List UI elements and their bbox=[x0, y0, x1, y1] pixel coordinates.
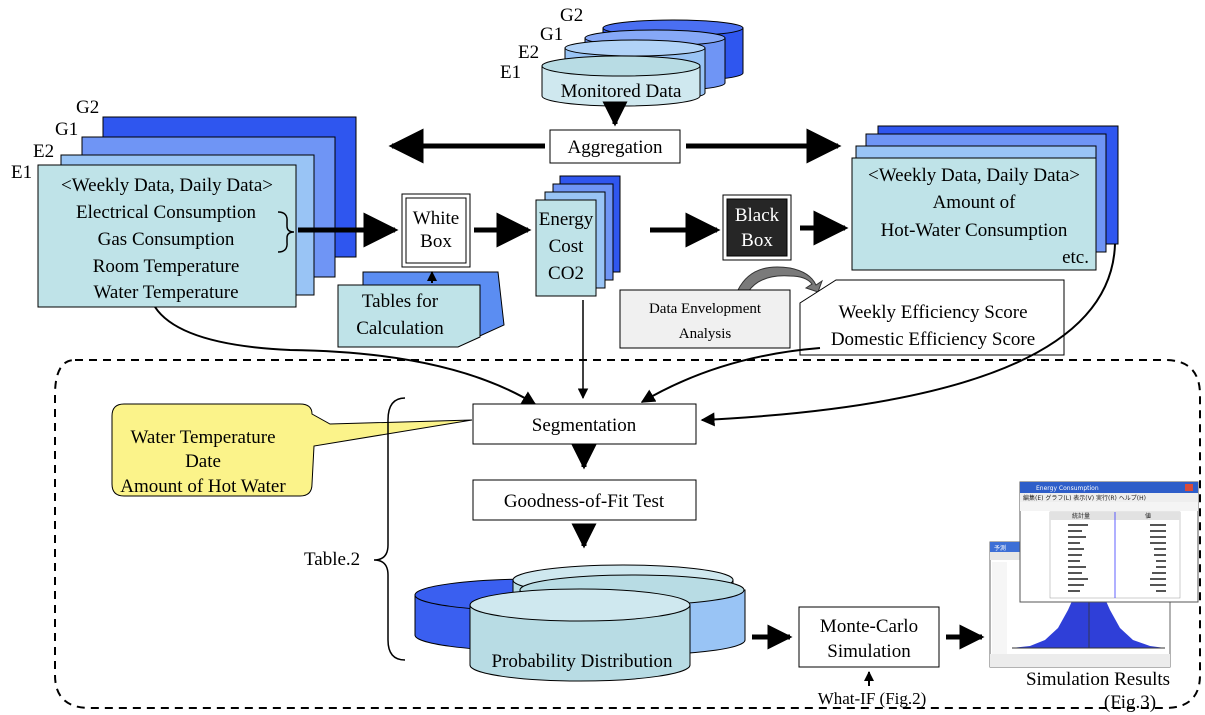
left-panel-item-electrical: Electrical Consumption bbox=[76, 202, 256, 223]
monte-carlo-label-line2: Simulation bbox=[827, 641, 911, 662]
monte-carlo-label-line1: Monte-Carlo bbox=[820, 616, 918, 637]
front-window-title: Energy Consumption bbox=[1036, 485, 1099, 492]
domestic-efficiency-score: Domestic Efficiency Score bbox=[831, 329, 1035, 350]
left-data-stack: G2 G1 E2 E1 <Weekly Data, Daily Data> El… bbox=[11, 97, 357, 308]
weekly-efficiency-score: Weekly Efficiency Score bbox=[838, 302, 1027, 323]
black-box: Black Box bbox=[722, 194, 792, 261]
front-window-table-rows bbox=[1068, 524, 1166, 592]
tables-sheet-front bbox=[337, 284, 481, 348]
right-panel-line-hot-water: Hot-Water Consumption bbox=[881, 220, 1068, 241]
aggregation-label: Aggregation bbox=[568, 137, 663, 158]
energy-panel bbox=[535, 199, 597, 297]
left-layer-label-g2: G2 bbox=[76, 97, 99, 118]
cylinder-e1 bbox=[541, 55, 701, 107]
arrow-efficiency-to-segmentation bbox=[640, 347, 821, 403]
monitored-layer-label-g1: G1 bbox=[540, 24, 563, 45]
goodness-of-fit-box: Goodness-of-Fit Test bbox=[472, 479, 697, 521]
energy-label-co2: CO2 bbox=[548, 263, 584, 284]
dea-label-line1: Data Envelopment bbox=[649, 301, 762, 317]
what-if-label: What-IF (Fig.2) bbox=[818, 689, 927, 708]
arrow-right-to-segmentation bbox=[700, 243, 1116, 427]
left-panel-item-gas: Gas Consumption bbox=[98, 229, 235, 250]
table-ref-brace bbox=[373, 397, 406, 661]
left-layer-label-e2: E2 bbox=[33, 141, 54, 162]
dea-box: Data Envelopment Analysis bbox=[619, 289, 791, 349]
callout-date: Date bbox=[185, 451, 221, 472]
right-panel bbox=[851, 157, 1097, 271]
monitored-data-stack: G2 G1 E2 E1 Monitored Data bbox=[500, 5, 744, 107]
front-window-header-left: 統計量 bbox=[1072, 512, 1090, 520]
table-ref-label: Table.2 bbox=[304, 549, 360, 570]
arrow-left-to-segmentation bbox=[154, 306, 537, 405]
left-layer-label-g1: G1 bbox=[55, 119, 78, 140]
goodness-of-fit-label: Goodness-of-Fit Test bbox=[504, 491, 665, 512]
dea-label-line2: Analysis bbox=[679, 326, 732, 342]
tables-label-line1: Tables for bbox=[362, 291, 439, 312]
segmentation-callout: Water Temperature Date Amount of Hot Wat… bbox=[111, 403, 473, 497]
simulation-results-label-line2: (Fig.3) bbox=[1104, 692, 1156, 713]
distribution-cylinder-front bbox=[469, 588, 691, 682]
white-box-label-line1: White bbox=[413, 208, 459, 229]
left-panel-brace bbox=[277, 211, 295, 253]
monitored-layer-label-e2: E2 bbox=[518, 42, 539, 63]
analysis-boundary bbox=[54, 359, 1201, 709]
left-panel-item-room-temp: Room Temperature bbox=[93, 256, 240, 277]
energy-stack: Energy Cost CO2 bbox=[535, 175, 621, 297]
front-window-menu: 編集(E) グラフ(L) 表示(V) 実行(R) ヘルプ(H) bbox=[1023, 494, 1146, 502]
white-box: White Box bbox=[401, 193, 471, 268]
monitored-layer-label-g2: G2 bbox=[560, 5, 583, 26]
left-panel-header: <Weekly Data, Daily Data> bbox=[61, 175, 273, 196]
right-data-stack: <Weekly Data, Daily Data> Amount of Hot-… bbox=[851, 125, 1119, 271]
right-panel-header: <Weekly Data, Daily Data> bbox=[868, 165, 1080, 186]
front-window-header-right: 値 bbox=[1145, 512, 1151, 520]
black-box-label-line1: Black bbox=[735, 205, 780, 226]
tables-label-line2: Calculation bbox=[356, 318, 444, 339]
right-panel-line-amount: Amount of bbox=[933, 192, 1017, 213]
segmentation-label: Segmentation bbox=[532, 415, 637, 436]
monitored-data-label: Monitored Data bbox=[561, 81, 682, 102]
energy-label-cost: Cost bbox=[549, 236, 585, 257]
aggregation-box: Aggregation bbox=[549, 129, 681, 164]
efficiency-score-callout: Weekly Efficiency Score Domestic Efficie… bbox=[799, 279, 1065, 356]
simulation-result-front-window: Energy Consumption 編集(E) グラフ(L) 表示(V) 実行… bbox=[1019, 481, 1199, 603]
right-panel-etc: etc. bbox=[1062, 247, 1089, 268]
energy-label-energy: Energy bbox=[539, 209, 594, 230]
monte-carlo-box: Monte-Carlo Simulation bbox=[798, 606, 940, 668]
left-layer-label-e1: E1 bbox=[11, 162, 32, 183]
back-window-title: 予測 bbox=[994, 544, 1006, 552]
segmentation-box: Segmentation bbox=[472, 403, 697, 445]
left-panel-item-water-temp: Water Temperature bbox=[93, 282, 238, 303]
probability-distribution-label: Probability Distribution bbox=[491, 651, 673, 672]
black-box-label-line2: Box bbox=[741, 230, 773, 251]
probability-distribution-stack: Probability Distribution bbox=[414, 564, 746, 682]
simulation-results-label-line1: Simulation Results bbox=[1026, 669, 1170, 690]
callout-amount-hot-water: Amount of Hot Water bbox=[120, 476, 286, 497]
monitored-layer-label-e1: E1 bbox=[500, 62, 521, 83]
tables-stack: Tables for Calculation bbox=[337, 271, 505, 348]
dea-curved-arrow bbox=[737, 266, 823, 293]
white-box-label-line2: Box bbox=[420, 231, 452, 252]
callout-water-temperature: Water Temperature bbox=[130, 427, 275, 448]
histogram-bars bbox=[1012, 565, 1165, 648]
left-panel-e1 bbox=[37, 164, 297, 308]
